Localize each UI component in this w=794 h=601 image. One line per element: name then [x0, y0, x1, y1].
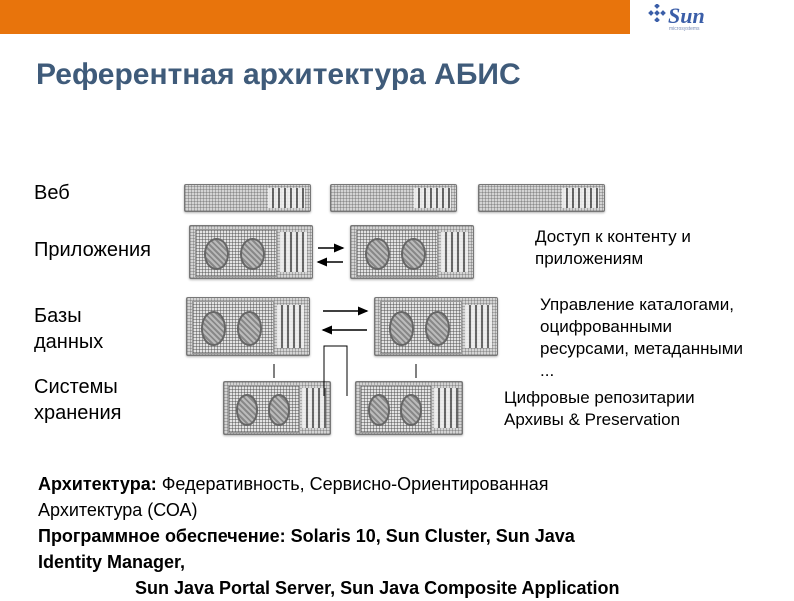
- label-db-line2: данных: [34, 331, 104, 353]
- label-web: Веб: [34, 182, 70, 204]
- brand-sub: microsystems: [669, 26, 700, 32]
- note-access-line2: приложениям: [535, 249, 644, 268]
- storage-array-1: [223, 381, 331, 435]
- storage-links: [273, 345, 417, 396]
- note-management: Управление каталогами, оцифрованными рес…: [540, 294, 743, 382]
- db-server-1: [186, 297, 310, 356]
- web-server-2: [330, 184, 457, 212]
- note-mgmt-line3: ресурсами, метаданными: [540, 339, 743, 358]
- label-db: Базы данных: [34, 303, 103, 355]
- architecture-description: Архитектура: Федеративность, Сервисно-Ор…: [38, 471, 620, 601]
- label-storage-line1: Системы: [34, 376, 118, 398]
- software-line2: Identity Manager,: [38, 552, 186, 572]
- note-mgmt-line4: ...: [540, 361, 555, 380]
- arch-text2: Архитектура (СОА): [38, 500, 198, 520]
- sun-logo-icon: [648, 4, 666, 22]
- arch-label: Архитектура:: [38, 474, 157, 494]
- note-mgmt-line1: Управление каталогами,: [540, 295, 734, 314]
- label-db-line1: Базы: [34, 305, 82, 327]
- note-archive: Архивы & Preservation: [504, 410, 681, 429]
- slide-title: Референтная архитектура АБИС: [36, 58, 521, 91]
- label-storage-line2: хранения: [34, 402, 122, 424]
- note-mgmt-line2: оцифрованными: [540, 317, 673, 336]
- web-server-1: [184, 184, 311, 212]
- app-server-1: [189, 225, 313, 279]
- note-repo: Цифровые репозитарии: [504, 388, 695, 407]
- note-access-line1: Доступ к контенту и: [535, 227, 691, 246]
- brand-name: Sun: [668, 3, 705, 28]
- software-line1: Программное обеспечение: Solaris 10, Sun…: [38, 526, 575, 546]
- software-line3: Sun Java Portal Server, Sun Java Composi…: [135, 578, 620, 598]
- note-repositories: Цифровые репозитарии Архивы & Preservati…: [504, 387, 695, 431]
- label-storage: Системы хранения: [34, 374, 121, 426]
- arch-text: Федеративность, Сервисно-Ориентированная: [156, 474, 549, 494]
- db-server-2: [374, 297, 498, 356]
- label-apps: Приложения: [34, 239, 152, 261]
- web-server-3: [478, 184, 605, 212]
- header-bar: [0, 0, 630, 34]
- storage-array-2: [355, 381, 463, 435]
- app-server-2: [350, 225, 474, 279]
- sun-logo: [630, 0, 794, 34]
- note-access: Доступ к контенту и приложениям: [535, 226, 691, 270]
